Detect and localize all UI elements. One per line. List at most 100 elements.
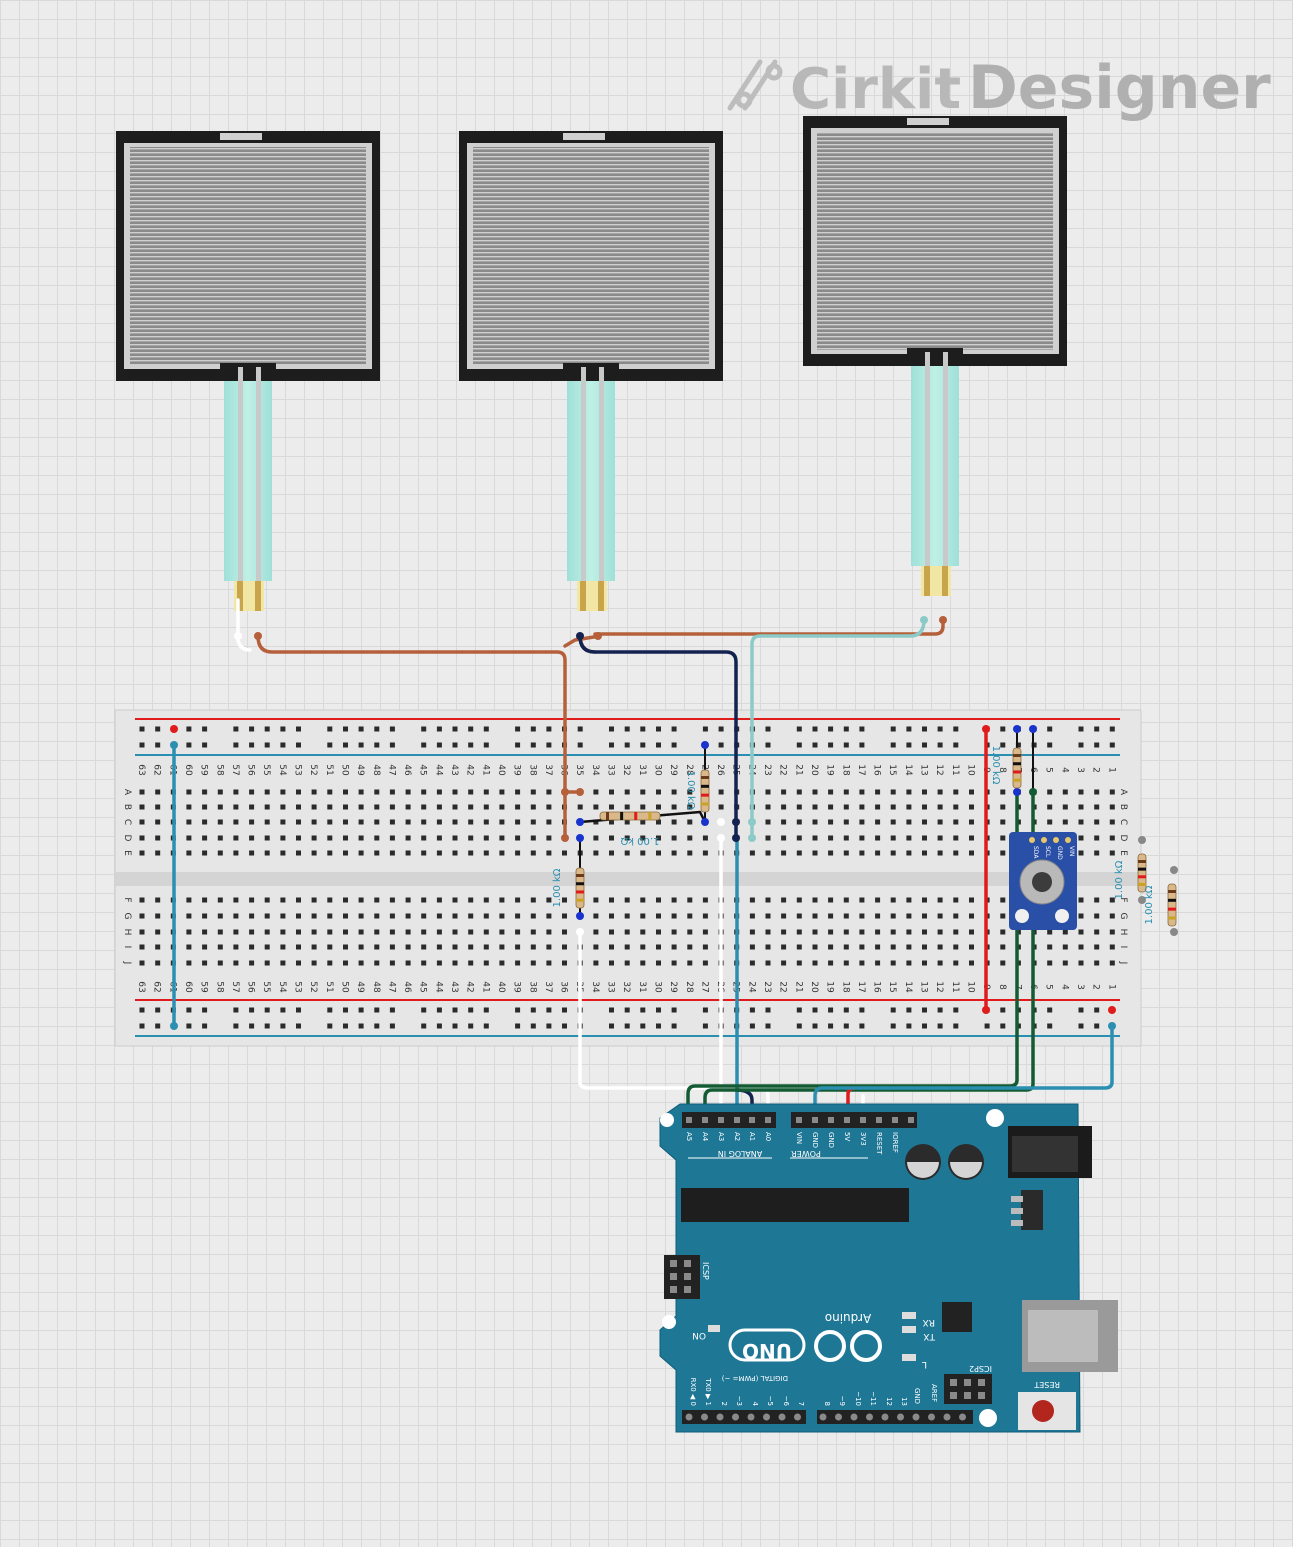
rail-hole[interactable]	[155, 742, 161, 748]
rail-hole[interactable]	[1031, 742, 1037, 748]
breadboard-hole[interactable]	[875, 913, 881, 919]
breadboard-hole[interactable]	[749, 944, 755, 950]
rail-hole[interactable]	[280, 1023, 286, 1029]
breadboard-hole[interactable]	[280, 850, 286, 856]
wire-endpoint[interactable]	[170, 725, 178, 733]
rail-hole[interactable]	[343, 1023, 348, 1029]
breadboard-hole[interactable]	[546, 944, 552, 950]
breadboard-hole[interactable]	[656, 897, 661, 903]
breadboard-hole[interactable]	[249, 850, 255, 856]
breadboard-hole[interactable]	[890, 789, 896, 795]
breadboard-hole[interactable]	[358, 897, 364, 903]
rail-hole[interactable]	[656, 726, 661, 732]
breadboard-hole[interactable]	[828, 960, 834, 966]
wire-endpoint[interactable]	[561, 788, 569, 796]
wire-endpoint[interactable]	[1138, 836, 1146, 844]
breadboard-hole[interactable]	[327, 913, 333, 919]
rail-hole[interactable]	[624, 1023, 630, 1029]
breadboard-hole[interactable]	[828, 819, 834, 825]
breadboard-hole[interactable]	[671, 789, 677, 795]
breadboard-hole[interactable]	[796, 944, 802, 950]
rail-hole[interactable]	[656, 1007, 661, 1013]
breadboard-hole[interactable]	[186, 929, 192, 935]
breadboard-hole[interactable]	[389, 804, 395, 810]
digital-pin[interactable]	[897, 1413, 904, 1421]
rail-hole[interactable]	[1094, 726, 1100, 732]
breadboard-hole[interactable]	[781, 944, 787, 950]
breadboard-hole[interactable]	[937, 789, 943, 795]
rail-hole[interactable]	[890, 742, 896, 748]
breadboard-hole[interactable]	[452, 819, 458, 825]
breadboard-hole[interactable]	[656, 944, 661, 950]
rail-hole[interactable]	[890, 726, 896, 732]
breadboard-hole[interactable]	[452, 960, 458, 966]
breadboard-hole[interactable]	[421, 944, 427, 950]
breadboard-hole[interactable]	[1078, 960, 1084, 966]
breadboard-hole[interactable]	[311, 850, 317, 856]
breadboard-hole[interactable]	[624, 929, 630, 935]
breadboard-hole[interactable]	[702, 929, 708, 935]
rail-hole[interactable]	[953, 742, 959, 748]
rail-hole[interactable]	[483, 726, 489, 732]
rail-hole[interactable]	[249, 726, 255, 732]
rail-hole[interactable]	[562, 1023, 567, 1029]
breadboard-hole[interactable]	[828, 850, 834, 856]
breadboard-hole[interactable]	[796, 897, 802, 903]
rail-hole[interactable]	[155, 726, 161, 732]
breadboard-hole[interactable]	[875, 929, 881, 935]
breadboard-hole[interactable]	[781, 897, 787, 903]
breadboard-hole[interactable]	[358, 944, 364, 950]
rail-hole[interactable]	[343, 726, 348, 732]
breadboard-hole[interactable]	[765, 835, 771, 841]
wire-endpoint[interactable]	[576, 818, 584, 826]
rail-hole[interactable]	[671, 1023, 677, 1029]
breadboard-hole[interactable]	[217, 944, 223, 950]
breadboard-hole[interactable]	[922, 819, 927, 825]
breadboard-hole[interactable]	[202, 913, 208, 919]
breadboard-hole[interactable]	[311, 897, 317, 903]
breadboard-hole[interactable]	[530, 835, 536, 841]
breadboard-hole[interactable]	[1000, 913, 1006, 919]
breadboard-hole[interactable]	[656, 835, 661, 841]
rail-hole[interactable]	[452, 1007, 458, 1013]
breadboard-hole[interactable]	[452, 835, 458, 841]
breadboard-hole[interactable]	[609, 960, 614, 966]
rail-hole[interactable]	[186, 1023, 192, 1029]
breadboard-hole[interactable]	[343, 835, 348, 841]
breadboard-hole[interactable]	[186, 897, 192, 903]
digital-pin[interactable]	[732, 1413, 739, 1421]
breadboard-hole[interactable]	[749, 929, 755, 935]
breadboard-hole[interactable]	[436, 850, 442, 856]
breadboard-hole[interactable]	[593, 835, 599, 841]
digital-pin[interactable]	[701, 1413, 708, 1421]
breadboard-hole[interactable]	[796, 929, 802, 935]
breadboard-hole[interactable]	[859, 960, 865, 966]
breadboard-hole[interactable]	[687, 944, 693, 950]
breadboard-hole[interactable]	[828, 835, 834, 841]
breadboard-hole[interactable]	[640, 913, 646, 919]
breadboard-hole[interactable]	[906, 944, 912, 950]
wire-endpoint[interactable]	[576, 632, 584, 640]
breadboard-hole[interactable]	[139, 835, 145, 841]
rail-hole[interactable]	[483, 1007, 489, 1013]
breadboard-hole[interactable]	[969, 850, 974, 856]
rail-hole[interactable]	[421, 726, 427, 732]
wire-endpoint[interactable]	[576, 928, 584, 936]
breadboard-hole[interactable]	[468, 960, 474, 966]
breadboard-hole[interactable]	[906, 804, 912, 810]
rail-hole[interactable]	[483, 1023, 489, 1029]
rail-hole[interactable]	[421, 1007, 427, 1013]
rail-hole[interactable]	[249, 742, 255, 748]
breadboard-hole[interactable]	[217, 850, 223, 856]
wire-endpoint[interactable]	[561, 834, 569, 842]
breadboard-hole[interactable]	[280, 913, 286, 919]
breadboard-hole[interactable]	[859, 897, 865, 903]
breadboard-hole[interactable]	[656, 850, 661, 856]
breadboard-hole[interactable]	[687, 913, 693, 919]
rail-hole[interactable]	[609, 726, 614, 732]
rail-hole[interactable]	[859, 1023, 865, 1029]
wire-endpoint[interactable]	[982, 1006, 990, 1014]
breadboard-hole[interactable]	[499, 804, 505, 810]
rail-hole[interactable]	[624, 742, 630, 748]
breadboard-hole[interactable]	[843, 850, 849, 856]
